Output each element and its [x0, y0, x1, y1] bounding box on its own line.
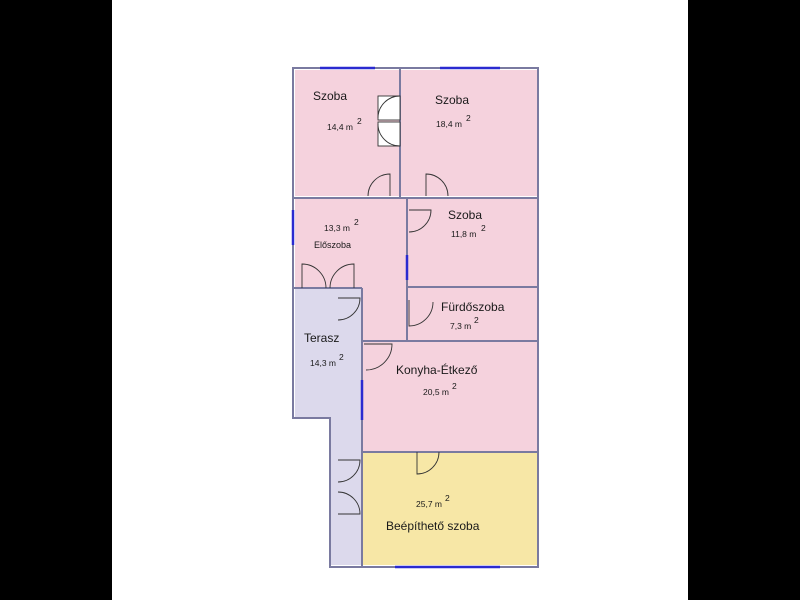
- room-eloszoba-fill: [295, 198, 407, 340]
- plan-page: Szoba 14,4 m 2 Szoba 18,4 m 2 13,3 m 2 E…: [112, 0, 688, 600]
- room-area-beepitheto: 25,7 m: [416, 499, 442, 509]
- room-area-szoba-1: 14,4 m: [327, 122, 353, 132]
- door-beepitheto: [416, 451, 440, 475]
- room-name-terasz: Terasz: [304, 331, 339, 345]
- room-area-sup-szoba-1: 2: [357, 116, 362, 126]
- room-area-szoba-3: 11,8 m: [451, 229, 476, 239]
- floor-plan: Szoba 14,4 m 2 Szoba 18,4 m 2 13,3 m 2 E…: [291, 66, 539, 569]
- door-terasz: [337, 297, 361, 321]
- room-beepitheto-fill: [362, 453, 537, 565]
- room-area-konyha: 20,5 m: [423, 387, 449, 397]
- door-szoba2-bottom: [425, 173, 449, 197]
- room-area-sup-szoba-2: 2: [466, 113, 471, 123]
- outer-wall: [292, 67, 539, 199]
- room-name-furdoszoba: Fürdőszoba: [441, 300, 505, 314]
- room-area-szoba-2: 18,4 m: [436, 119, 462, 129]
- room-name-szoba-3: Szoba: [448, 208, 482, 222]
- room-szoba-3-fill: [408, 198, 537, 286]
- room-area-terasz: 14,3 m: [310, 358, 336, 368]
- door-furdoszoba: [408, 300, 434, 327]
- room-name-eloszoba: Előszoba: [314, 240, 351, 250]
- room-name-konyha: Konyha-Étkező: [396, 362, 478, 377]
- room-name-szoba-2: Szoba: [435, 93, 469, 107]
- door-szoba1-double: [377, 95, 401, 147]
- room-szoba-2-fill: [400, 70, 537, 196]
- door-konyha: [364, 343, 393, 371]
- room-konyha-fill: [362, 342, 537, 452]
- room-name-beepitheto: Beépíthető szoba: [386, 519, 480, 533]
- door-szoba1-bottom: [367, 173, 391, 197]
- room-furdoszoba-fill: [408, 288, 537, 340]
- room-area-sup-eloszoba: 2: [354, 217, 359, 227]
- room-area-sup-beepitheto: 2: [445, 493, 450, 503]
- room-terasz-fill: [295, 288, 362, 565]
- room-area-eloszoba: 13,3 m: [324, 223, 350, 233]
- room-area-furdoszoba: 7,3 m: [450, 321, 471, 331]
- door-eloszoba-double: [301, 263, 355, 289]
- room-name-szoba-1: Szoba: [313, 89, 347, 103]
- room-area-sup-furdoszoba: 2: [474, 315, 479, 325]
- door-terasz-double: [337, 459, 361, 515]
- room-area-sup-terasz: 2: [339, 352, 344, 362]
- room-area-sup-szoba-3: 2: [481, 223, 486, 233]
- room-area-sup-konyha: 2: [452, 381, 457, 391]
- door-szoba3: [408, 209, 432, 233]
